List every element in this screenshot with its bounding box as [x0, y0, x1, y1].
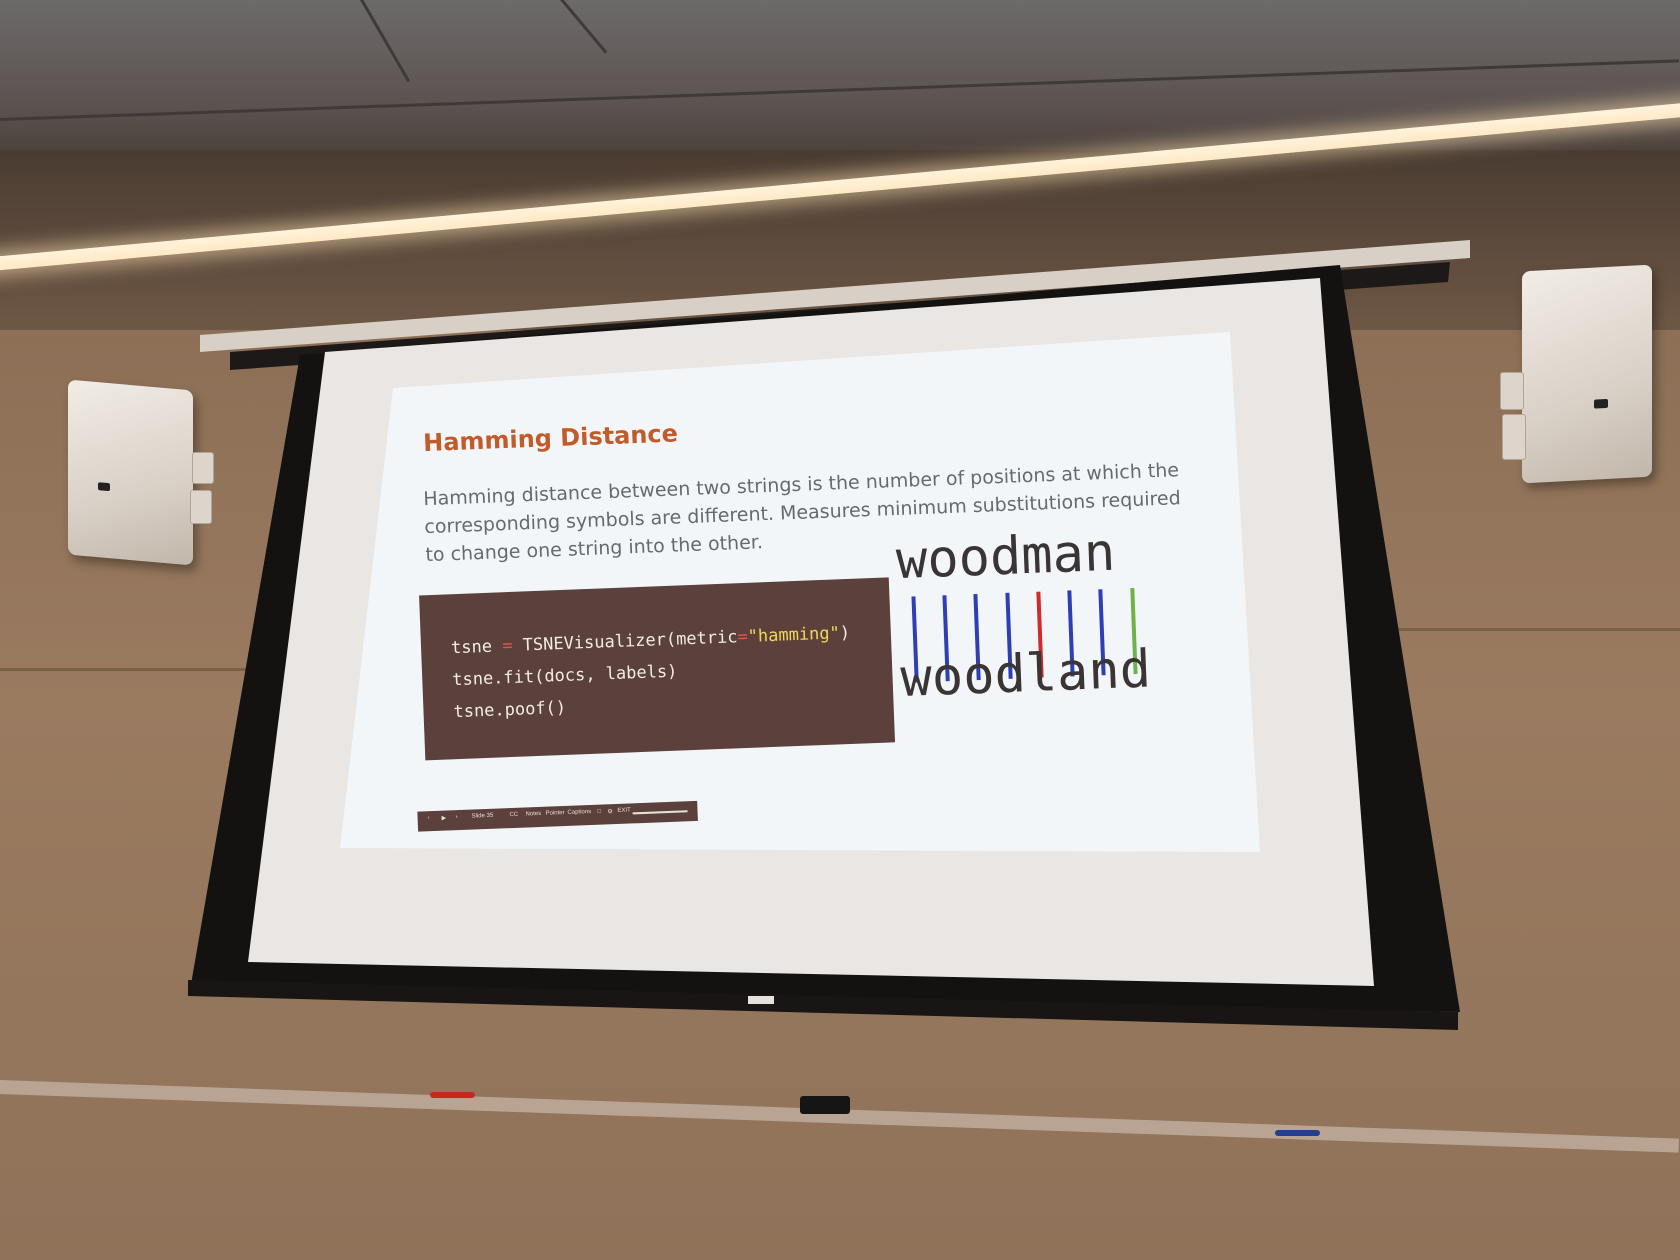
blue-marker — [1275, 1130, 1320, 1136]
code-token: TSNEVisualizer(metric — [522, 627, 738, 656]
code-token: ) — [839, 622, 851, 644]
code-string: "hamming" — [747, 623, 841, 647]
pointer-button[interactable]: Pointer — [545, 810, 565, 817]
wall-outlet — [190, 490, 212, 524]
notes-button[interactable]: Notes — [525, 810, 542, 818]
wall-outlet — [1502, 414, 1526, 460]
fullscreen-icon[interactable]: □ — [597, 808, 602, 815]
gear-icon[interactable]: ⚙ — [607, 809, 614, 816]
prev-slide-button[interactable]: ‹ — [427, 815, 430, 822]
eraser — [800, 1096, 850, 1114]
word-top: woodman — [894, 522, 1117, 592]
play-icon[interactable]: ▶ — [441, 815, 447, 822]
whiteboard-edge — [1370, 628, 1680, 631]
code-operator: = — [491, 635, 524, 657]
wall-outlet — [1500, 372, 1524, 410]
whiteboard-edge — [0, 668, 330, 671]
progress-slider[interactable] — [632, 810, 688, 815]
slide-content: Hamming Distance Hamming distance betwee… — [400, 329, 1237, 832]
slide-title: Hamming Distance — [422, 419, 679, 458]
code-operator: = — [737, 626, 749, 648]
cc-button[interactable]: CC — [509, 811, 519, 819]
exit-button[interactable]: EXIT — [617, 807, 631, 814]
code-line-2: tsne.fit(docs, labels) — [451, 661, 678, 691]
wall-outlet — [192, 452, 214, 484]
code-token: tsne — [450, 636, 493, 659]
code-block: tsne = TSNEVisualizer(metric="hamming") … — [419, 577, 896, 761]
red-marker — [430, 1092, 475, 1098]
hamming-diagram: woodman woodland — [895, 520, 1202, 731]
slide-number[interactable]: Slide 35 — [471, 812, 494, 820]
captions-button[interactable]: Captions — [567, 808, 592, 816]
screen-housing-top — [200, 240, 1470, 352]
code-line-3: tsne.poof() — [453, 697, 567, 723]
screen-bottom-bar — [188, 980, 1458, 1030]
next-slide-button[interactable]: › — [455, 814, 458, 821]
code-line-1: tsne = TSNEVisualizer(metric="hamming") — [451, 623, 851, 658]
word-bottom: woodland — [899, 639, 1153, 709]
screen-brand-label — [748, 996, 774, 1004]
ceiling — [0, 0, 1680, 150]
